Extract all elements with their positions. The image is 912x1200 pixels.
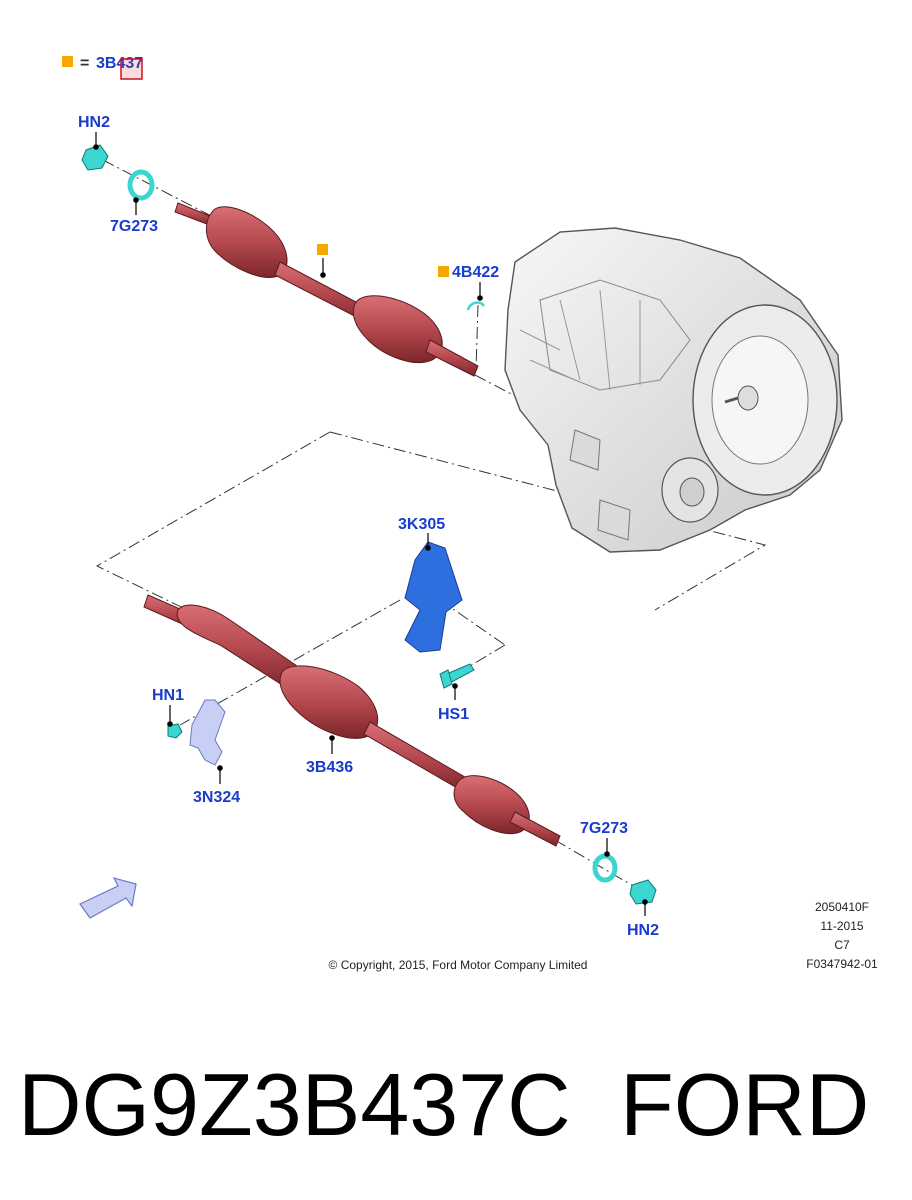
upper-driveshaft [174,202,479,377]
callout-3k305: 3K305 [398,516,445,533]
4b422-marker-square [438,266,449,277]
part-title: DG9Z3B437C FORD [18,1050,898,1160]
copyright-text: © Copyright, 2015, Ford Motor Company Li… [329,958,588,972]
lower-driveshaft [143,594,561,847]
7g273-top-seal [127,169,155,201]
hn2-top-nut [81,144,109,171]
meta-rev: C7 [834,938,850,952]
meta-figure-id: F0347942-01 [806,957,878,971]
legend-highlight-box [120,58,143,80]
brand-name: FORD [620,1055,870,1154]
legend-equals: = [80,55,89,72]
meta-date: 11-2015 [820,919,863,933]
exploded-parts-diagram: = 3B437 [62,55,878,972]
callout-7g273-top: 7G273 [110,218,158,235]
4b422-circlip [466,301,486,311]
callout-hn2-top: HN2 [78,114,110,131]
callout-7g273-bottom: 7G273 [580,820,628,837]
front-direction-arrow-icon [79,877,137,919]
3n324-bracket [189,699,226,766]
part-number: DG9Z3B437C [18,1055,571,1154]
meta-code: 2050410F [815,900,869,914]
callout-3b436: 3B436 [306,759,353,776]
legend-marker [62,56,73,67]
callout-hn2-bottom: HN2 [627,922,659,939]
shaft-marker-square [317,244,328,255]
3k305-heat-shield [404,541,463,653]
7g273-bottom-seal [592,853,618,883]
callout-4b422: 4B422 [452,264,499,281]
hs1-bolt [439,663,475,689]
hn1-nut [167,723,183,739]
hn2-bottom-nut [629,879,657,905]
callout-hs1: HS1 [438,706,469,723]
callout-hn1: HN1 [152,687,184,704]
legend: = 3B437 [62,55,143,80]
leader-lines [93,132,648,916]
callout-3n324: 3N324 [193,789,240,806]
transmission-illustration [504,227,843,553]
